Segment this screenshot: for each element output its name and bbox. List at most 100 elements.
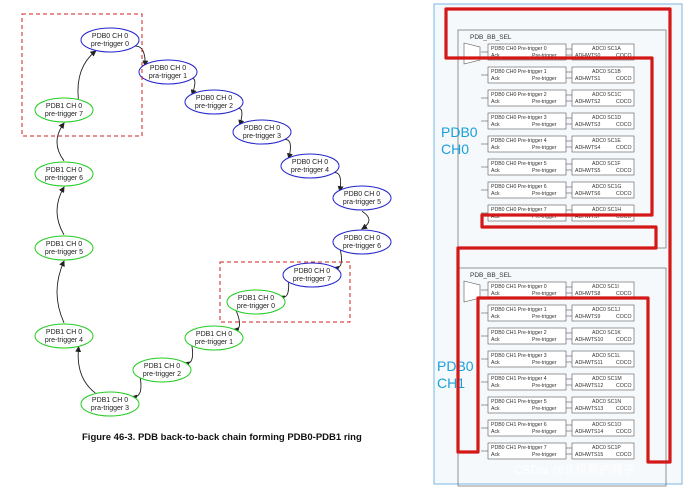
ring-arrow <box>332 172 344 193</box>
ring-node-ellipse <box>34 323 94 349</box>
adc-hwts: ADHWTS15 <box>575 452 603 458</box>
ack-label: Ack <box>491 191 500 197</box>
adc-block <box>571 373 635 391</box>
adc-reg: ADC0 SC1N <box>592 399 621 405</box>
ring-arrow <box>278 280 290 302</box>
ring-node-label: PDB0 CH 0 <box>344 235 380 242</box>
ring-arrow <box>130 377 142 401</box>
adc-block <box>571 442 635 460</box>
ring-arrow <box>56 260 65 323</box>
ack-label: Ack <box>491 53 500 59</box>
adc-reg: ADC0 SC1O <box>592 422 621 428</box>
adc-coco: COCO <box>616 383 632 389</box>
ring-arrow <box>361 210 370 230</box>
pretrigger-block <box>487 373 567 391</box>
ch0-label-ch: CH0 <box>441 141 469 157</box>
adc-coco: COCO <box>616 53 632 59</box>
pretrigger-label: Pre-trigger <box>532 76 557 82</box>
ring-node-label: PDB0 CH 0 <box>196 95 232 102</box>
ack-label: Ack <box>491 406 500 412</box>
adc-coco: COCO <box>616 337 632 343</box>
pretrigger-label: Pre-trigger <box>532 452 557 458</box>
adc-block <box>571 66 635 84</box>
adc-reg: ADC0 SC1F <box>592 161 621 167</box>
adc-coco: COCO <box>616 291 632 297</box>
ring-node-ellipse <box>80 27 140 53</box>
pretrigger-block <box>487 43 567 61</box>
ring-node-label: PDB1 CH 0 <box>196 331 232 338</box>
ring-arrow <box>332 249 342 272</box>
ring-node-label: pre-trigger 3 <box>243 133 281 140</box>
pretrigger-name: PDB0 CH0 Pre-trigger 0 <box>491 46 547 52</box>
adc-reg: ADC0 SC1D <box>592 115 621 121</box>
adc-reg: ADC0 SC1A <box>592 46 621 52</box>
ring-node-ellipse <box>34 161 94 187</box>
pretrigger-name: PDB0 CH1 Pre-trigger 3 <box>491 353 547 359</box>
ring-node-label: pre-trigger 0 <box>237 303 275 310</box>
pretrigger-name: PDB0 CH0 Pre-trigger 3 <box>491 115 547 121</box>
adc-reg: ADC0 SC1K <box>592 330 621 336</box>
mux-symbol <box>463 42 481 65</box>
adc-reg: ADC0 SC1H <box>592 207 621 213</box>
adc-reg: ADC0 SC1M <box>592 376 622 382</box>
adc-hwts: ADHWTS10 <box>575 337 603 343</box>
ring-node-ellipse <box>184 325 244 351</box>
pretrigger-block <box>487 327 567 345</box>
adc-hwts: ADHWTS13 <box>575 406 603 412</box>
pretrigger-label: Pre-trigger <box>532 191 557 197</box>
ring-node-ellipse <box>332 229 392 255</box>
ack-label: Ack <box>491 168 500 174</box>
pretrigger-block <box>487 112 567 130</box>
pretrigger-name: PDB0 CH1 Pre-trigger 0 <box>491 284 547 290</box>
adc-hwts: ADHWTS11 <box>575 360 603 366</box>
adc-hwts: ADHWTS4 <box>575 145 600 151</box>
adc-block <box>571 350 635 368</box>
adc-block <box>571 327 635 345</box>
adc-block <box>571 204 635 222</box>
pretrigger-label: Pre-trigger <box>532 314 557 320</box>
ring-node-ellipse <box>282 262 342 288</box>
adc-coco: COCO <box>616 452 632 458</box>
ring-node-label: PDB0 CH 0 <box>344 191 380 198</box>
adc-hwts: ADHWTS12 <box>575 383 603 389</box>
pretrigger-block <box>487 181 567 199</box>
ring-node-label: PDB1 CH 0 <box>46 241 82 248</box>
pretrigger-label: Pre-trigger <box>532 360 557 366</box>
ring-arrow <box>56 186 65 236</box>
ring-node-ellipse <box>34 97 94 123</box>
pretrigger-label: Pre-trigger <box>532 429 557 435</box>
ring-node-ellipse <box>34 235 94 261</box>
pretrigger-label: Pre-trigger <box>532 214 557 220</box>
adc-block <box>571 419 635 437</box>
adc-coco: COCO <box>616 168 632 174</box>
ch1-label-ch: CH1 <box>437 375 465 391</box>
adc-coco: COCO <box>616 145 632 151</box>
ring-node-label: PDB0 CH 0 <box>292 159 328 166</box>
ring-node-label: pre-trigger 5 <box>45 249 83 256</box>
ack-label: Ack <box>491 314 500 320</box>
pretrigger-block <box>487 204 567 222</box>
adc-block <box>571 181 635 199</box>
ring-node-label: pre-trigger 2 <box>195 103 233 110</box>
adc-coco: COCO <box>616 122 632 128</box>
adc-coco: COCO <box>616 406 632 412</box>
adc-coco: COCO <box>616 76 632 82</box>
pretrigger-block <box>487 304 567 322</box>
ring-arrow <box>77 50 97 100</box>
ring-node-label: PDB1 CH 0 <box>46 167 82 174</box>
ring-node-label: pra-trigger 1 <box>149 73 187 80</box>
ring-node-label: pre-trigger 7 <box>45 111 83 118</box>
ring-node-label: pre-trigger 2 <box>143 371 181 378</box>
ack-label: Ack <box>491 214 500 220</box>
sel-label: PDB_BB_SEL <box>470 34 512 41</box>
pretrigger-label: Pre-trigger <box>532 122 557 128</box>
ch0-label-pdb: PDB0 <box>441 124 478 140</box>
ring-node-label: PDB1 CH 0 <box>92 397 128 404</box>
adc-reg: ADC0 SC1P <box>592 445 621 451</box>
ring-arrow <box>56 122 65 162</box>
